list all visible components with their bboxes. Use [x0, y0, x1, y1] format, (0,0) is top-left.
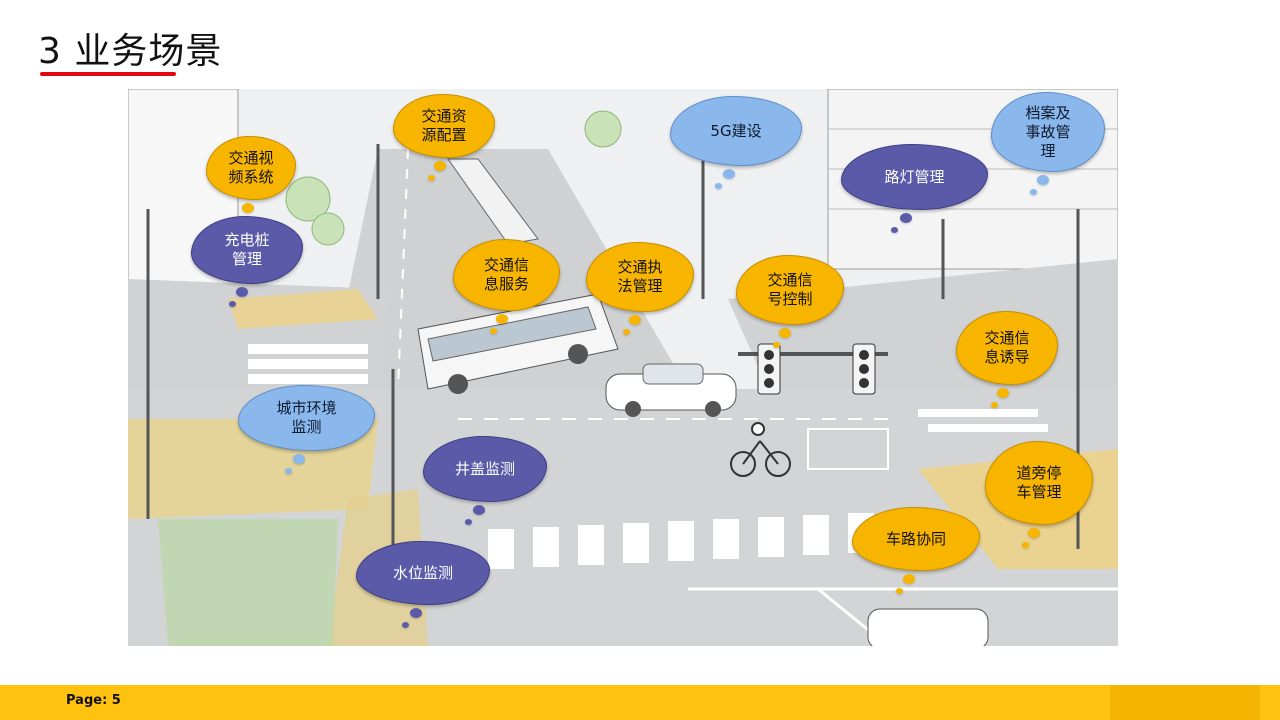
- bubble-water-level: 水位监测: [356, 541, 490, 628]
- bubble-manhole: 井盖监测: [423, 436, 547, 525]
- bubble-traffic-signal: 交通信 号控制: [736, 255, 844, 348]
- bubble-roadside-parking: 道旁停 车管理: [985, 441, 1093, 548]
- footer-bar: [0, 685, 1280, 720]
- bubble-traffic-video: 交通视 频系统: [206, 136, 296, 223]
- bubble-vehicle-road: 车路协同: [852, 507, 980, 594]
- street-illustration: 交通视 频系统 交通资 源配置 5G建设 档案及 事故管 理 路灯管理 充电桩 …: [128, 89, 1118, 646]
- title-underline: [40, 72, 176, 76]
- bubble-traffic-guidance: 交通信 息诱导: [956, 311, 1058, 408]
- bubble-traffic-info-service: 交通信 息服务: [453, 239, 560, 334]
- bubble-charging-pile: 充电桩 管理: [191, 216, 303, 307]
- page-number: Page: 5: [66, 693, 121, 708]
- bubble-city-environment: 城市环境 监测: [238, 385, 375, 474]
- footer-accent: [1110, 685, 1260, 720]
- bubble-traffic-resource: 交通资 源配置: [393, 94, 495, 181]
- page-title: 3 业务场景: [38, 31, 223, 72]
- bubble-street-light: 路灯管理: [841, 144, 988, 233]
- bubble-5g: 5G建设: [670, 96, 802, 189]
- bubble-traffic-enforcement: 交通执 法管理: [586, 242, 694, 335]
- bubble-archive-accident: 档案及 事故管 理: [991, 92, 1105, 195]
